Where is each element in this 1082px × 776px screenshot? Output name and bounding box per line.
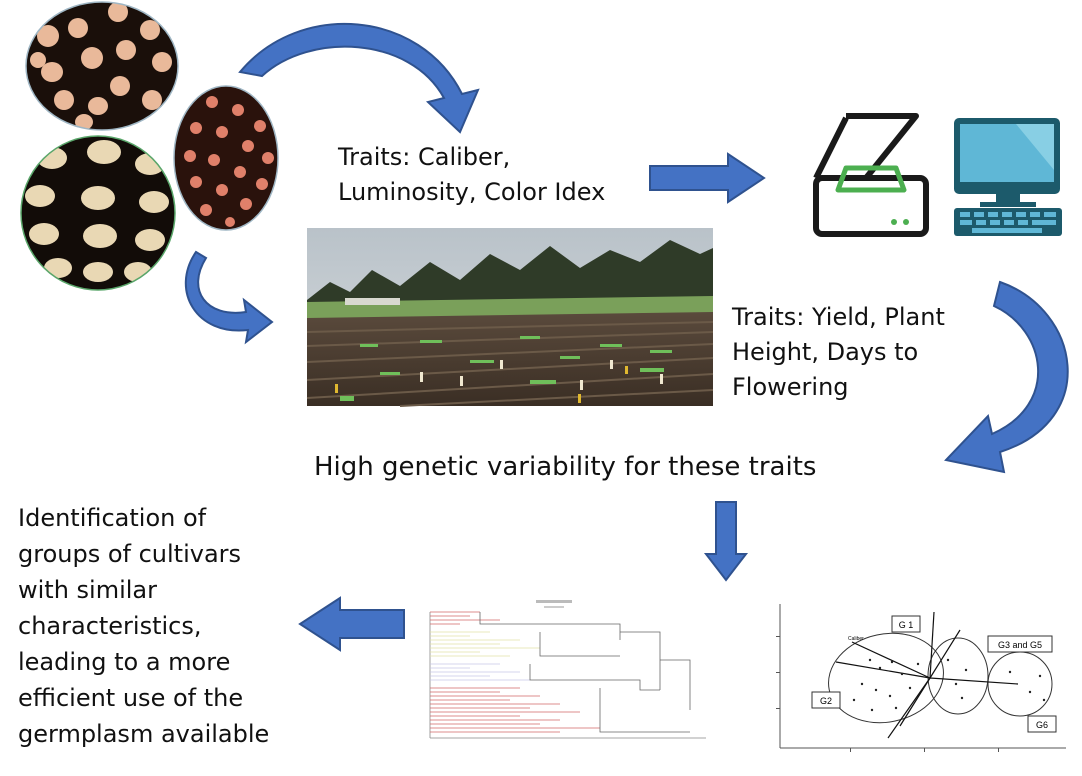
variability-text: High genetic variability for these trait… [314,452,817,482]
curved-arrow-right [944,280,1069,474]
conclusion-line-7: germplasm available [18,720,270,748]
computer-icon [954,118,1062,236]
field-photo [306,228,714,407]
conclusion-line-5: leading to a more [18,648,231,676]
arrow-to-conclusion [298,596,405,652]
traits-field-line-1: Traits: Yield, Plant [732,303,945,331]
conclusion-line-6: efficient use of the [18,684,244,712]
traits-seed-line-2: Luminosity, Color Idex [338,178,606,206]
seed-photo-top [26,2,178,130]
conclusion-line-2: groups of cultivars [18,540,242,568]
conclusion-line-1: Identification of [18,504,207,532]
vector-label-caliber: Caliber [848,636,864,642]
seed-photo-bottom [21,136,175,290]
traits-field-line-3: Flowering [732,373,849,401]
group-label-g6: G6 [1036,720,1048,730]
curved-arrow-left [184,250,274,345]
conclusion-text: Identification of groups of cultivars wi… [18,500,269,752]
group-label-g1: G 1 [899,620,914,630]
seed-photo-middle [174,86,278,230]
conclusion-line-4: characteristics, [18,612,202,640]
arrow-down [703,501,749,582]
scanner-icon [813,113,929,237]
curved-arrow-top [238,22,480,134]
traits-seed-line-1: Traits: Caliber, [338,143,511,171]
traits-seed-text: Traits: Caliber, Luminosity, Color Idex [338,140,605,210]
traits-field-line-2: Height, Days to [732,338,919,366]
traits-field-text: Traits: Yield, Plant Height, Days to Flo… [732,300,945,405]
group-label-g2: G2 [820,696,832,706]
arrow-to-scanner [649,152,766,204]
conclusion-line-3: with similar [18,576,158,604]
biplot: G 1 G3 and G5 G2 G6 Caliber [776,604,1066,752]
dendrogram [420,596,718,746]
group-label-g3-g5: G3 and G5 [998,640,1042,650]
